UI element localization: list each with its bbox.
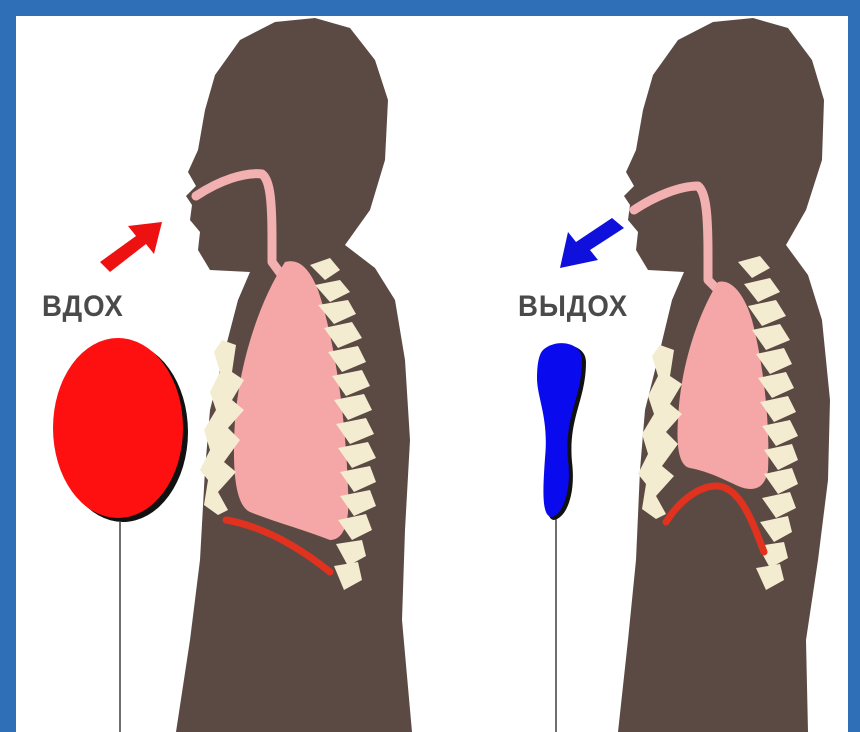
diagram-panel: ВДОХ ВЫДОХ: [16, 16, 848, 732]
inhale-label: ВДОХ: [42, 290, 124, 324]
exhale-figure: [618, 18, 830, 732]
exhale-balloon-body: [537, 343, 582, 517]
inhale-arrow-icon: [100, 222, 162, 272]
breathing-diagram: [16, 16, 848, 732]
exhale-arrow-icon: [560, 218, 624, 268]
exhale-balloon: [537, 343, 586, 732]
inhale-balloon-body: [53, 338, 183, 518]
exhale-label: ВЫДОХ: [518, 290, 628, 324]
inhale-figure: [176, 18, 412, 732]
inhale-balloon: [53, 338, 188, 732]
